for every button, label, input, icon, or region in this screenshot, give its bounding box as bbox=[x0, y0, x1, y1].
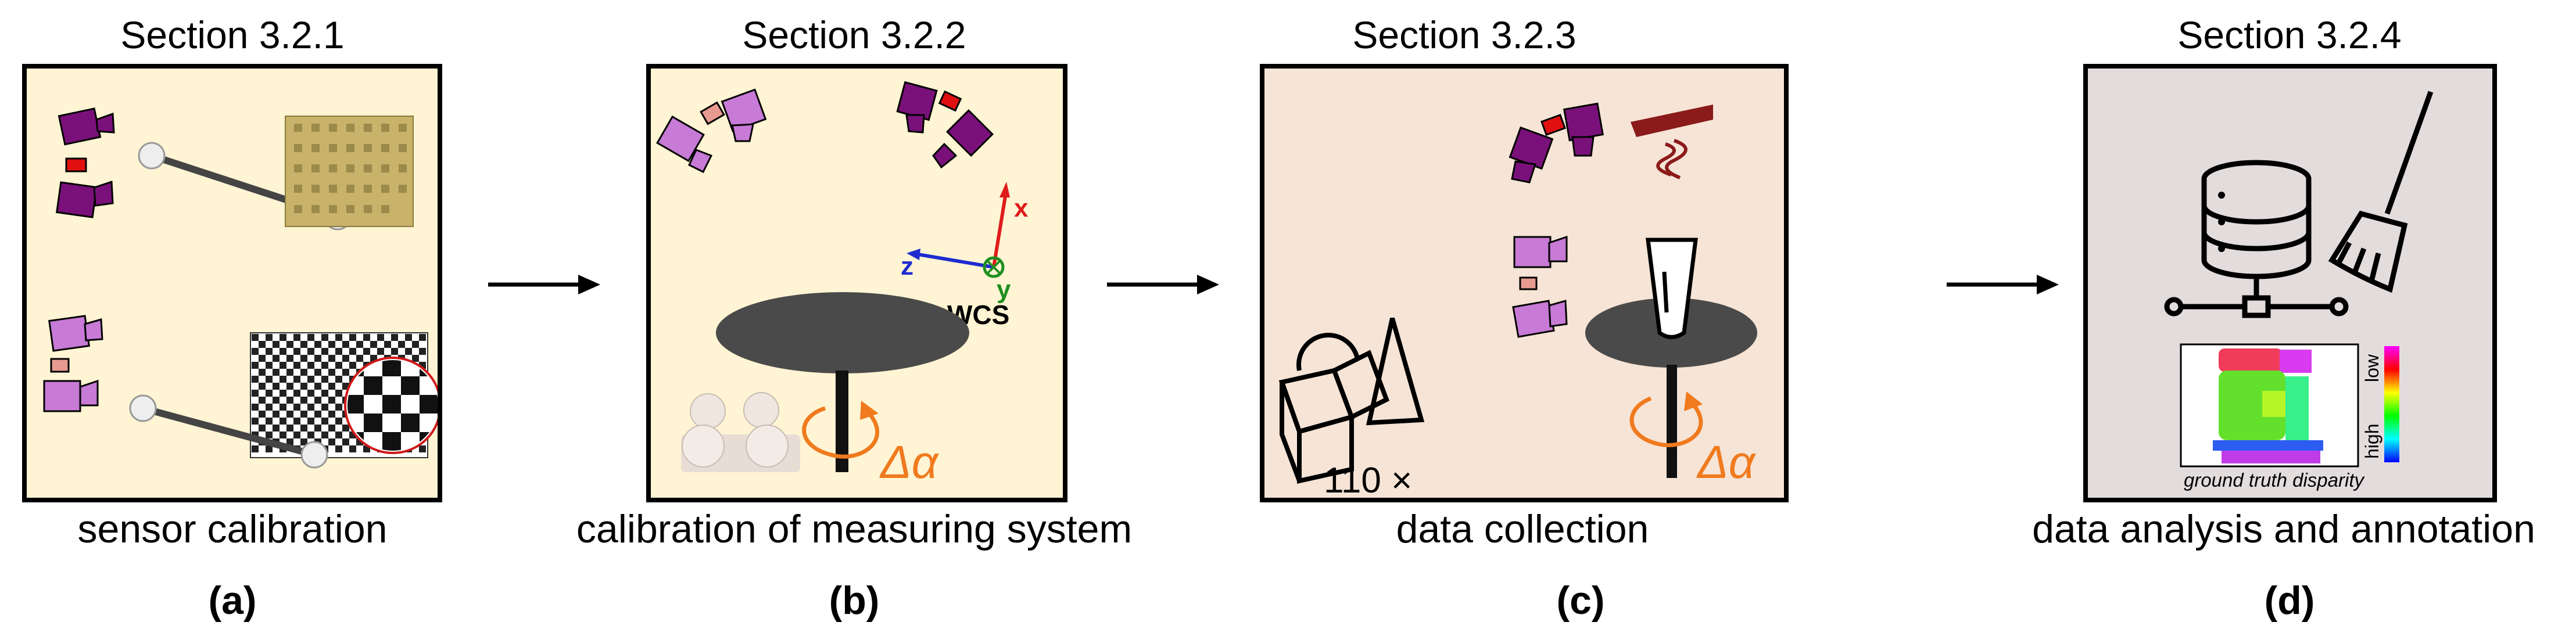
axis-x-label: x bbox=[1014, 194, 1029, 222]
panel-letter-a: (a) bbox=[208, 578, 257, 623]
broom-icon bbox=[2328, 91, 2434, 293]
section-label-c: Section 3.2.3 bbox=[1352, 13, 1577, 56]
projector-icon bbox=[50, 358, 70, 373]
object-count-label: 110 × bbox=[1324, 461, 1412, 498]
section-label-b: Section 3.2.2 bbox=[742, 13, 966, 56]
calibration-spheres-object bbox=[681, 392, 800, 472]
colorbar-high-label: high bbox=[2362, 424, 2382, 459]
camera-icon bbox=[43, 379, 99, 412]
axis-z bbox=[918, 253, 994, 269]
projector-icon bbox=[938, 90, 962, 112]
disparity-label: ground truth disparity bbox=[2184, 469, 2366, 491]
axis-y-origin bbox=[983, 256, 1005, 278]
turntable-shaft bbox=[836, 371, 848, 472]
rotation-arrow-icon bbox=[802, 406, 879, 459]
camera-icon bbox=[656, 115, 713, 174]
camera-icon bbox=[721, 88, 767, 142]
camera-icon bbox=[1513, 235, 1568, 268]
rotation-arrow-icon bbox=[1629, 396, 1703, 447]
camera-icon bbox=[1512, 300, 1568, 338]
disparity-colorbar bbox=[2384, 346, 2399, 462]
database-lights bbox=[2218, 192, 2225, 252]
panel-measuring-calibration: x z y WCS Δα bbox=[646, 64, 1067, 502]
camera-icon bbox=[896, 81, 938, 134]
objects-icon bbox=[1278, 317, 1425, 484]
projector-icon bbox=[1519, 276, 1538, 290]
data-collection-illustration: 110 × Δα bbox=[1278, 102, 1757, 501]
sensor-calibration-illustration bbox=[43, 107, 442, 469]
arrow-right-icon bbox=[1107, 275, 1219, 294]
heat-source-icon bbox=[1631, 105, 1713, 179]
projector-icon bbox=[700, 101, 725, 125]
camera-icon bbox=[55, 180, 114, 218]
arrow-right-icon bbox=[1947, 275, 2059, 294]
panel-letter-b: (b) bbox=[829, 578, 880, 623]
measuring-calibration-illustration: x z y WCS Δα bbox=[656, 81, 1029, 488]
axis-y-label: y bbox=[997, 275, 1011, 304]
disparity-map bbox=[2213, 348, 2323, 463]
caption-c: data collection bbox=[1396, 507, 1649, 551]
rotation-label: Δα bbox=[1696, 436, 1757, 488]
wand-sphere bbox=[129, 394, 157, 422]
glass-object bbox=[1646, 238, 1698, 339]
target-pattern bbox=[294, 124, 407, 213]
camera-icon bbox=[58, 107, 115, 146]
projector-icon bbox=[65, 157, 87, 172]
section-label-a: Section 3.2.1 bbox=[120, 13, 345, 56]
panel-data-analysis: low high ground truth disparity bbox=[2083, 64, 2497, 502]
wand-sphere bbox=[300, 441, 328, 469]
turntable-shaft bbox=[1667, 365, 1677, 478]
axis-x bbox=[992, 196, 1007, 268]
caption-d: data analysis and annotation bbox=[2032, 507, 2535, 551]
projector-icon bbox=[1540, 113, 1567, 136]
turntable bbox=[716, 292, 969, 373]
camera-icon bbox=[48, 315, 103, 352]
panel-letter-c: (c) bbox=[1556, 578, 1605, 623]
colorbar-low-label: low bbox=[2362, 354, 2382, 382]
wand-sphere bbox=[138, 142, 166, 170]
panel-letter-d: (d) bbox=[2264, 578, 2315, 623]
panel-data-collection: 110 × Δα bbox=[1260, 64, 1789, 502]
camera-icon bbox=[932, 109, 994, 169]
camera-icon bbox=[1563, 102, 1604, 157]
caption-b: calibration of measuring system bbox=[576, 507, 1133, 551]
section-label-d: Section 3.2.4 bbox=[2177, 13, 2402, 56]
rotation-label: Δα bbox=[879, 436, 940, 488]
data-analysis-illustration: low high ground truth disparity bbox=[2164, 91, 2434, 491]
camera-icon bbox=[1509, 126, 1554, 184]
calibration-wand bbox=[139, 405, 318, 458]
arrow-right-icon bbox=[488, 275, 600, 294]
panel-sensor-calibration bbox=[22, 64, 442, 502]
caption-a: sensor calibration bbox=[77, 507, 388, 551]
database-icon bbox=[2164, 160, 2349, 318]
axis-z-label: z bbox=[901, 252, 913, 281]
